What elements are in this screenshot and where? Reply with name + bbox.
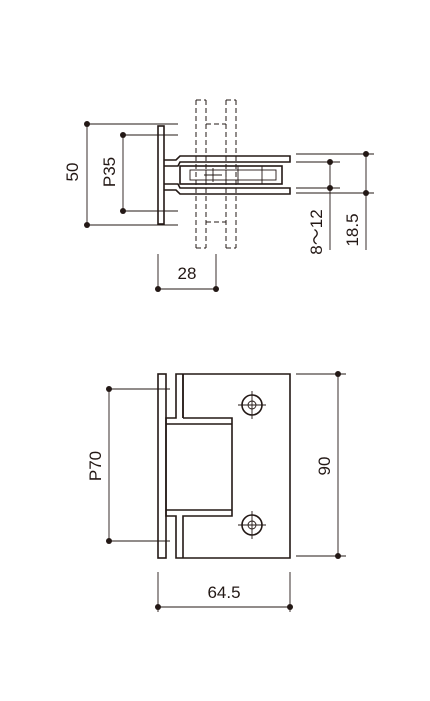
dim-50: 50 bbox=[63, 121, 178, 228]
dim-18-5: 18.5 bbox=[296, 151, 374, 250]
dim-text-28: 28 bbox=[178, 264, 197, 283]
glass-panel-dashed bbox=[195, 99, 237, 249]
dim-text-p70: P70 bbox=[86, 451, 105, 481]
screw-upper-icon bbox=[238, 391, 266, 419]
dim-90: 90 bbox=[296, 371, 346, 559]
clamp-body bbox=[179, 165, 283, 185]
dim-text-50: 50 bbox=[63, 163, 82, 182]
dim-64-5: 64.5 bbox=[155, 572, 293, 612]
clamp-arm-lower bbox=[164, 183, 291, 195]
wall-plate-top bbox=[157, 125, 165, 225]
dim-text-18-5: 18.5 bbox=[343, 213, 362, 246]
dim-text-90: 90 bbox=[315, 457, 334, 476]
dim-text-64-5: 64.5 bbox=[207, 583, 240, 602]
dim-text-p35: P35 bbox=[100, 157, 119, 187]
dim-28: 28 bbox=[155, 254, 219, 292]
hinge-body-outline bbox=[165, 373, 291, 559]
wall-plate-front bbox=[157, 373, 167, 559]
dim-p35: P35 bbox=[100, 132, 178, 214]
clamp-inner bbox=[189, 169, 277, 181]
dim-p70: P70 bbox=[86, 386, 170, 544]
screw-lower-icon bbox=[238, 511, 266, 539]
clamp-arm-upper bbox=[164, 155, 291, 167]
hinge-inner-outline bbox=[182, 374, 233, 558]
dim-text-8-12: 8～12 bbox=[307, 209, 326, 254]
front-view: P70 90 64.5 bbox=[86, 371, 346, 612]
top-view: 50 P35 28 8～12 bbox=[63, 99, 374, 292]
dim-8-12: 8～12 bbox=[296, 159, 340, 255]
